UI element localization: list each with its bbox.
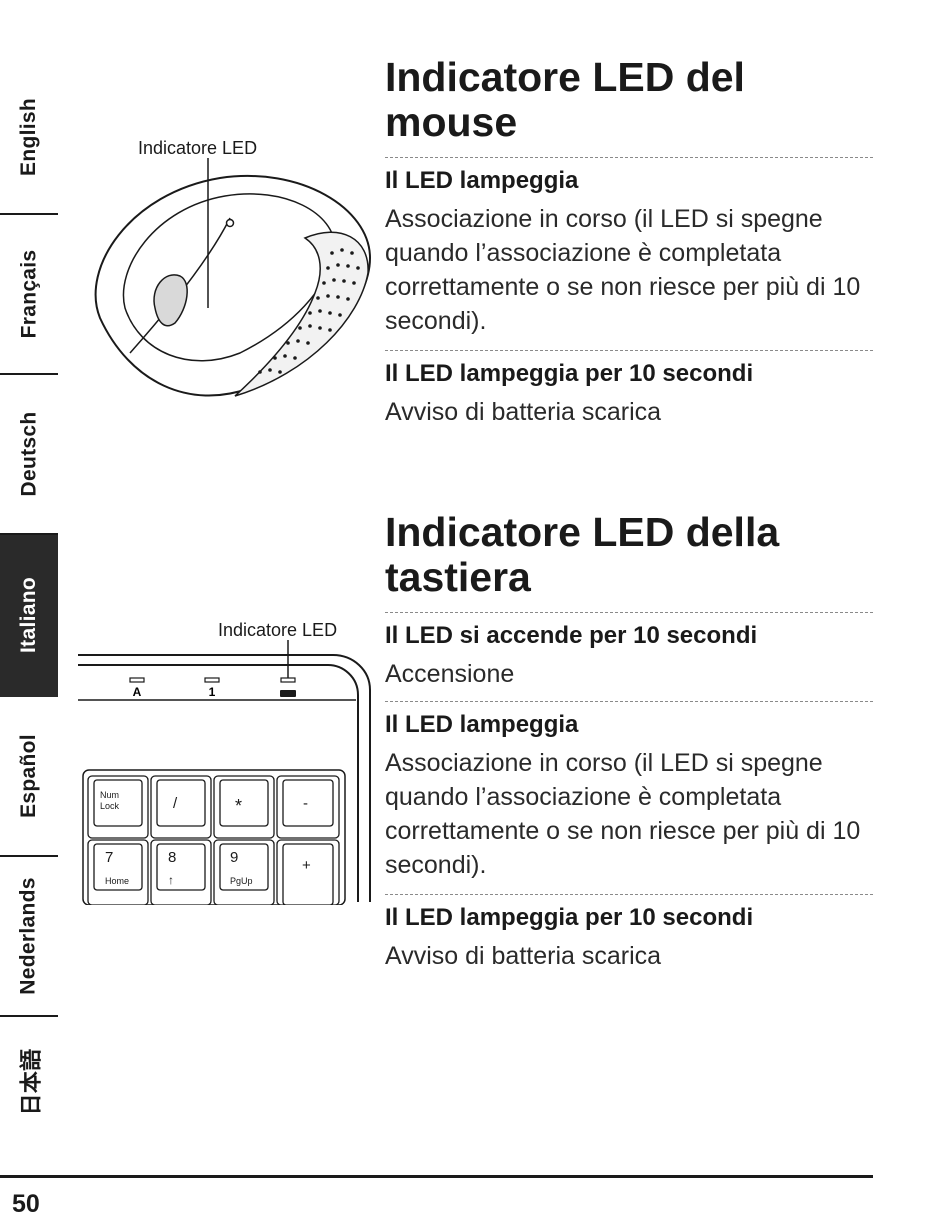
key-numlock-line1: Num — [100, 790, 119, 800]
key-home: Home — [105, 876, 129, 886]
key-plus: + — [302, 857, 311, 874]
mouse-entry-battery: Il LED lampeggia per 10 secondi Avviso d… — [385, 350, 873, 429]
key-pgup: PgUp — [230, 876, 253, 886]
entry-body: Associazione in corso (il LED si spegne … — [385, 205, 861, 335]
entry-body: Avviso di batteria scarica — [385, 942, 662, 970]
lang-tab-italiano[interactable]: Italiano — [0, 535, 58, 697]
lang-tab-francais[interactable]: Français — [0, 215, 58, 375]
entry-body: Avviso di batteria scarica — [385, 398, 662, 426]
keyboard-entry-pairing: Il LED lampeggia Associazione in corso (… — [385, 701, 873, 882]
keyboard-figure-label: Indicatore LED — [218, 620, 338, 640]
lang-tab-japanese[interactable]: 日本語 — [0, 1017, 58, 1147]
lang-tab-deutsch[interactable]: Deutsch — [0, 375, 58, 535]
key-minus: - — [303, 795, 308, 812]
key-numlock-line2: Lock — [100, 801, 120, 811]
keyboard-title-line1: Indicatore LED della — [385, 509, 780, 555]
mouse-illustration — [94, 158, 372, 397]
lang-tab-espanol[interactable]: Español — [0, 697, 58, 857]
keyboard-entry-power: Il LED si accende per 10 secondi Accensi… — [385, 612, 873, 691]
entry-heading: Il LED lampeggia per 10 secondi — [385, 904, 754, 931]
footer-rule — [0, 1175, 873, 1178]
lang-tab-label: Français — [17, 249, 40, 339]
entry-body: Accensione — [385, 660, 515, 688]
entry-body: Associazione in corso (il LED si spegne … — [385, 749, 861, 879]
page-number: 50 — [12, 1190, 40, 1218]
lang-tab-label: 日本語 — [18, 1048, 43, 1116]
lang-tab-label: Nederlands — [17, 877, 40, 995]
entry-heading: Il LED lampeggia — [385, 711, 579, 738]
keyboard-section-title: Indicatore LED della tastiera — [385, 510, 873, 600]
keyboard-illustration: A 1 Num Lock / * - 7 Home 8 ↑ 9 PgUp + — [78, 640, 371, 905]
mouse-figure-label: Indicatore LED — [138, 138, 258, 158]
mouse-led-section: Indicatore LED del mouse Il LED lampeggi… — [385, 55, 873, 429]
key-asterisk: * — [235, 796, 242, 816]
battery-icon — [280, 690, 296, 697]
keyboard-title-line2: tastiera — [385, 554, 531, 600]
key-slash: / — [173, 795, 178, 812]
lang-tab-english[interactable]: English — [0, 60, 58, 215]
entry-heading: Il LED lampeggia per 10 secondi — [385, 360, 754, 387]
entry-heading: Il LED lampeggia — [385, 167, 579, 194]
keyboard-entry-battery: Il LED lampeggia per 10 secondi Avviso d… — [385, 894, 873, 973]
lang-tab-label: Deutsch — [17, 411, 41, 497]
key-seven: 7 — [105, 849, 113, 866]
lang-tab-nederlands[interactable]: Nederlands — [0, 857, 58, 1017]
mouse-title-line1: Indicatore LED del — [385, 54, 745, 100]
entry-heading: Il LED si accende per 10 secondi — [385, 622, 758, 649]
mouse-entry-pairing: Il LED lampeggia Associazione in corso (… — [385, 157, 873, 338]
key-up-arrow: ↑ — [168, 873, 174, 887]
lang-tab-label: English — [17, 97, 41, 176]
keyboard-led-section: Indicatore LED della tastiera Il LED si … — [385, 510, 873, 973]
lang-tab-label: Italiano — [17, 577, 41, 653]
indicator-label-capslock: A — [133, 685, 142, 699]
indicator-label-numlock: 1 — [209, 685, 216, 699]
key-eight: 8 — [168, 849, 176, 866]
mouse-section-title: Indicatore LED del mouse — [385, 55, 873, 145]
key-nine: 9 — [230, 849, 238, 866]
mouse-title-line2: mouse — [385, 99, 518, 145]
lang-tab-label: Español — [17, 734, 41, 818]
